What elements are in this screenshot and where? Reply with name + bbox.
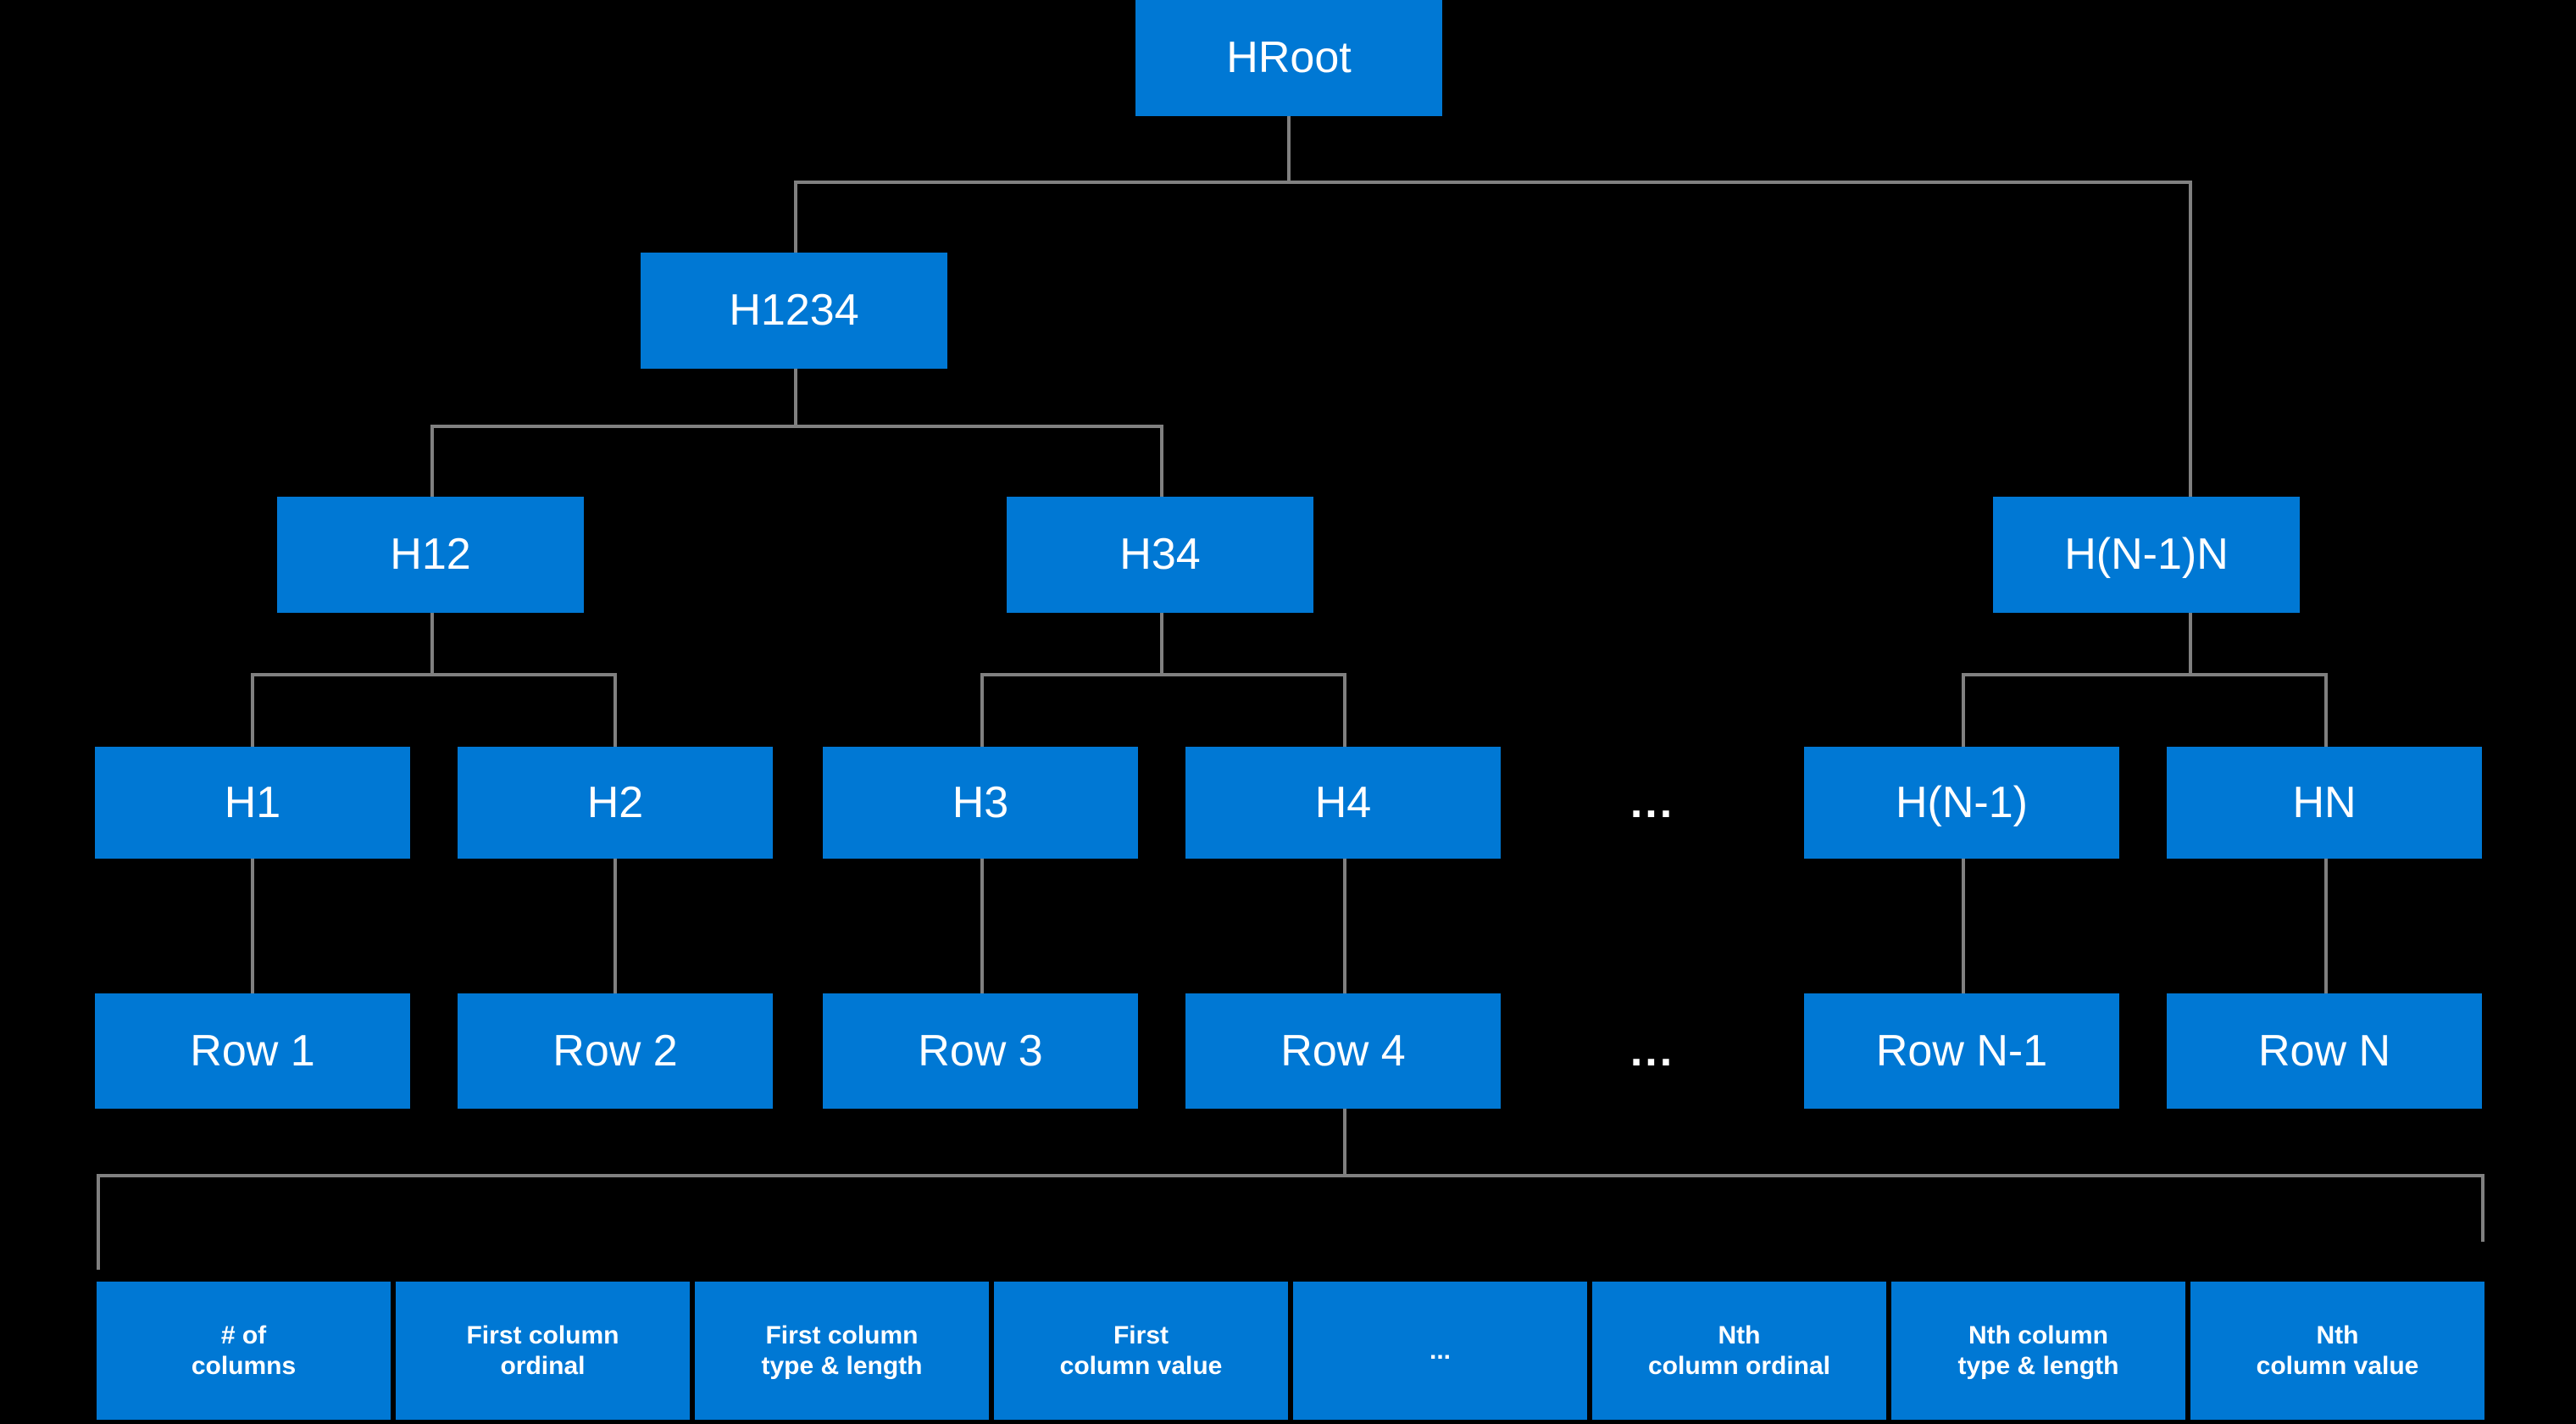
connector-columns-bus	[97, 1174, 2484, 1177]
node-hn[interactable]: HN	[2167, 747, 2482, 859]
connector-h1234-stem	[794, 369, 797, 428]
node-h1234[interactable]: H1234	[641, 253, 947, 369]
connector-h1234-to-h12	[430, 425, 434, 497]
connector-root-bus	[794, 181, 2192, 184]
connector-h4-to-row4	[1343, 859, 1346, 993]
connector-h3-to-row3	[980, 859, 984, 993]
connector-hn1-to-rown1	[1962, 859, 1965, 993]
node-hroot[interactable]: HRoot	[1135, 0, 1442, 116]
connector-columns-bracket-left	[97, 1174, 100, 1270]
node-hn1[interactable]: H(N-1)	[1804, 747, 2119, 859]
connector-h1234-to-h34	[1160, 425, 1163, 497]
connector-hn1n-to-hn	[2324, 673, 2328, 747]
connector-hn1n-to-hn1	[1962, 673, 1965, 747]
node-h12[interactable]: H12	[277, 497, 584, 613]
node-h1[interactable]: H1	[95, 747, 410, 859]
connector-h12-to-h2	[613, 673, 617, 747]
node-h34[interactable]: H34	[1007, 497, 1313, 613]
connector-h1-to-row1	[251, 859, 254, 993]
connector-h34-to-h4	[1343, 673, 1346, 747]
node-row-2[interactable]: Row 2	[458, 993, 773, 1109]
connector-bus-to-h1234	[794, 181, 797, 253]
connector-h12-to-h1	[251, 673, 254, 747]
node-hn1n[interactable]: H(N-1)N	[1993, 497, 2300, 613]
column-box-ellipsis[interactable]: ...	[1293, 1282, 1587, 1420]
connector-hn-to-rown	[2324, 859, 2328, 993]
connector-hn1n-stem	[2189, 613, 2192, 676]
node-row-3[interactable]: Row 3	[823, 993, 1138, 1109]
connector-bus-to-hn1n	[2189, 181, 2192, 497]
node-row-4[interactable]: Row 4	[1185, 993, 1501, 1109]
node-row-n1[interactable]: Row N-1	[1804, 993, 2119, 1109]
connector-h12-bus	[251, 673, 617, 676]
ellipsis-row-level: ...	[1629, 1026, 1675, 1076]
connector-h34-stem	[1160, 613, 1163, 676]
ellipsis-hash-level: ...	[1629, 778, 1675, 827]
connector-h12-stem	[430, 613, 434, 676]
node-row-n[interactable]: Row N	[2167, 993, 2482, 1109]
connector-row4-stem	[1343, 1109, 1346, 1176]
connector-hn1n-bus	[1962, 673, 2328, 676]
node-h3[interactable]: H3	[823, 747, 1138, 859]
connector-root-stem	[1287, 116, 1291, 182]
node-h4[interactable]: H4	[1185, 747, 1501, 859]
connector-columns-bracket-right	[2481, 1174, 2484, 1242]
connector-h2-to-row2	[613, 859, 617, 993]
connector-h1234-bus	[430, 425, 1163, 428]
connector-h34-to-h3	[980, 673, 984, 747]
node-row-1[interactable]: Row 1	[95, 993, 410, 1109]
connector-h34-bus	[980, 673, 1346, 676]
node-h2[interactable]: H2	[458, 747, 773, 859]
